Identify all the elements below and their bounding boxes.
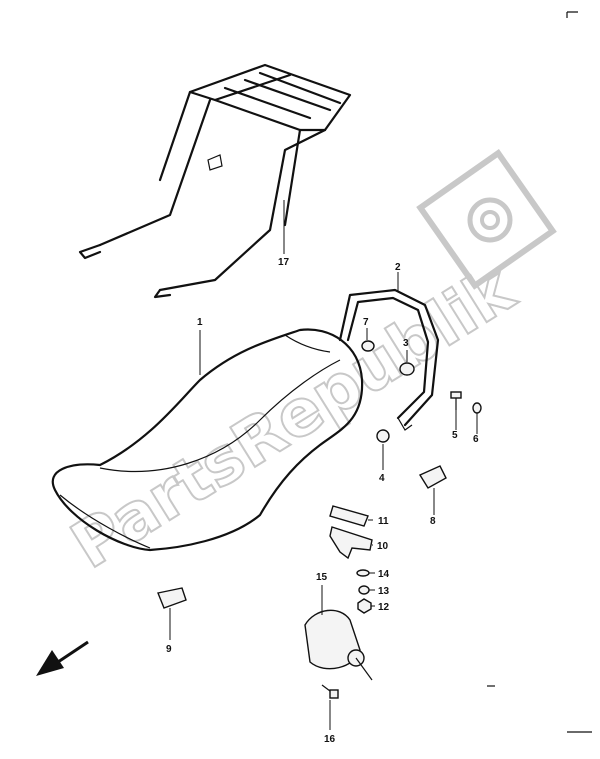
- callout-15: 15: [316, 572, 328, 583]
- callout-2: 2: [395, 262, 401, 273]
- part-14-washer: [356, 569, 370, 577]
- part-16-bolt: [321, 684, 339, 699]
- arrow-front-icon: [36, 640, 89, 676]
- callout-16: 16: [324, 734, 336, 745]
- callouts: 17 1 2 7 3 4 5 6 8 11 10 14 13 12 9 15 1…: [166, 257, 479, 745]
- watermark: PartsRepublik: [58, 251, 529, 584]
- callout-7: 7: [363, 317, 369, 328]
- callout-11: 11: [378, 516, 389, 527]
- callout-8: 8: [430, 516, 436, 527]
- corner-mark: [566, 11, 578, 18]
- callout-12: 12: [378, 602, 390, 613]
- callout-4: 4: [379, 473, 385, 484]
- part-12-nut: [357, 598, 372, 614]
- callout-17: 17: [278, 257, 290, 268]
- part-4-cushion: [376, 429, 390, 443]
- part-9-clip: [157, 587, 187, 609]
- callout-14: 14: [378, 569, 390, 580]
- part-13-washer: [358, 585, 370, 595]
- leader-lines: [169, 200, 478, 730]
- seat: [51, 328, 364, 552]
- part-10-bracket: [329, 526, 373, 560]
- part-6-washer: [472, 402, 482, 414]
- part-5-bolt: [450, 391, 462, 410]
- callout-13: 13: [378, 586, 390, 597]
- gear-icon: [416, 149, 557, 290]
- part-8-bracket: [418, 465, 447, 489]
- watermark-text: PartsRepublik: [59, 252, 528, 583]
- luggage-rack: [78, 63, 352, 299]
- callout-1: 1: [197, 317, 203, 328]
- part-11-plate: [329, 505, 369, 527]
- callout-6: 6: [473, 434, 479, 445]
- part-3-cushion: [399, 362, 415, 376]
- callout-10: 10: [377, 541, 389, 552]
- grab-rail: [338, 288, 440, 431]
- callout-9: 9: [166, 644, 172, 655]
- callout-5: 5: [452, 430, 458, 441]
- seat-lock: [304, 609, 373, 681]
- callout-3: 3: [403, 338, 409, 349]
- part-7-bushing: [361, 340, 375, 352]
